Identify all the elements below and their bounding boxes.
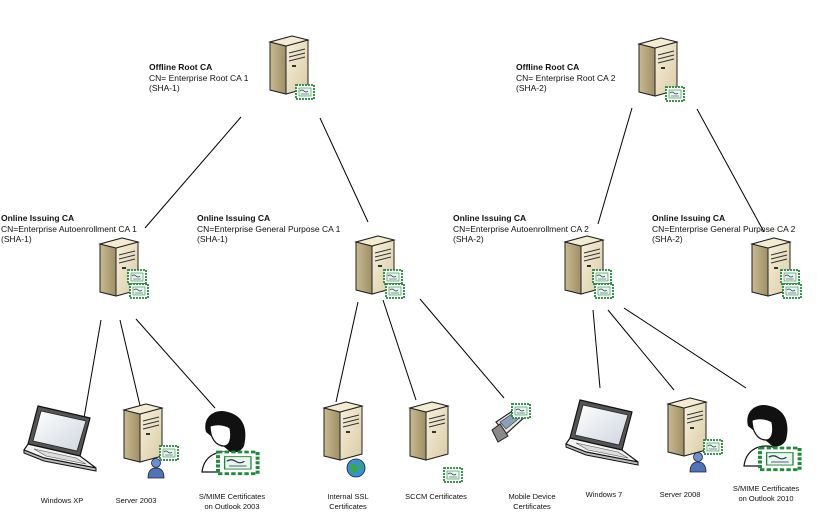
issuing-ca-3-label: Online Issuing CA CN=Enterprise Autoenro… [453,213,589,245]
endpoint-mobile-line1: Mobile Device [508,492,556,501]
edge-root2-issuing4 [696,108,765,233]
endpoint-windows-xp-line1: Windows XP [40,496,84,505]
endpoint-mobile-caption: Mobile Device Certificates [484,492,580,511]
internal-ssl-server-icon [323,401,363,461]
root-ca-2-alg: (SHA-2) [516,83,547,93]
issuing-ca-1-certificate-icon [127,269,147,285]
endpoint-smime-2003-line1: S/MIME Certificates [198,492,266,501]
server-2008-certificate-icon [703,439,723,455]
edge-issuing2-mobile [419,298,505,399]
issuing-ca-4-title: Online Issuing CA [652,213,726,223]
edge-root2-issuing3 [597,107,633,225]
issuing-ca-1-certificate-icon-2 [129,283,149,299]
endpoint-server-2003-line1: Server 2003 [115,496,157,505]
issuing-ca-3-certificate-icon-2 [594,283,614,299]
issuing-ca-2-cn: CN=Enterprise General Purpose CA 1 [197,223,341,234]
root-ca-1-label: Offline Root CA CN= Enterprise Root CA 1… [149,62,248,94]
endpoint-smime-2010-line2: on Outlook 2010 [738,493,794,503]
edge-issuing1-server2003 [119,319,142,411]
endpoint-mobile-line2: Certificates [513,501,551,511]
endpoint-ssl-line2: Certificates [329,501,367,511]
endpoint-server-2003-caption: Server 2003 [88,496,184,506]
issuing-ca-4-certificate-icon [780,269,800,285]
issuing-ca-3-certificate-icon [592,269,612,285]
server-2008-user-icon [689,452,707,473]
endpoint-server-2008-caption: Server 2008 [632,490,728,500]
mobile-device-certificate-icon [511,403,531,419]
server-2003-user-icon [147,458,165,479]
issuing-ca-1-cn: CN=Enterprise Autoenrollment CA 1 [1,223,137,234]
edge-issuing1-windowsxp [83,319,102,419]
edge-root1-issuing1 [144,116,242,229]
endpoint-ssl-line1: Internal SSL [327,492,369,501]
edge-issuing3-smime2010 [623,307,747,389]
endpoint-smime-2003-line2: on Outlook 2003 [204,501,260,511]
endpoint-windows-xp-caption: Windows XP [14,496,110,506]
root-ca-1-title: Offline Root CA [149,62,213,72]
root-ca-1-certificate-icon [295,84,315,100]
endpoint-smime-2010-line1: S/MIME Certificates [732,484,800,493]
issuing-ca-4-label: Online Issuing CA CN=Enterprise General … [652,213,795,245]
issuing-ca-2-certificate-icon [383,269,403,285]
internal-ssl-globe-icon [346,458,366,478]
issuing-ca-1-title: Online Issuing CA [1,213,75,223]
issuing-ca-4-cn: CN=Enterprise General Purpose CA 2 [652,223,796,234]
issuing-ca-3-alg: (SHA-2) [453,234,484,244]
endpoint-smime-2003-caption: S/MIME Certificates on Outlook 2003 [184,492,280,511]
issuing-ca-1-alg: (SHA-1) [1,234,32,244]
edge-issuing1-smime2003 [135,318,216,409]
edge-issuing2-sccm [382,299,417,401]
issuing-ca-2-certificate-icon-2 [385,283,405,299]
root-ca-1-cn: CN= Enterprise Root CA 1 [149,72,249,83]
endpoint-sccm-line1: SCCM Certificates [405,492,467,501]
issuing-ca-4-certificate-icon-2 [782,283,802,299]
root-ca-1-alg: (SHA-1) [149,83,180,93]
endpoint-smime-2010-caption: S/MIME Certificates on Outlook 2010 [718,484,814,503]
edge-root1-issuing2 [319,117,369,223]
root-ca-2-certificate-icon [665,86,685,102]
sccm-server-icon [409,401,449,461]
sccm-certificate-icon [443,467,463,483]
windows-xp-laptop-icon [23,405,97,472]
endpoint-sccm-caption: SCCM Certificates [388,492,484,502]
endpoint-windows-7-caption: Windows 7 [556,490,652,500]
root-ca-2-cn: CN= Enterprise Root CA 2 [516,72,616,83]
endpoint-windows-7-line1: Windows 7 [585,490,623,499]
edge-issuing3-windows7 [592,309,601,389]
endpoint-ssl-caption: Internal SSL Certificates [300,492,396,511]
issuing-ca-3-cn: CN=Enterprise Autoenrollment CA 2 [453,223,589,234]
issuing-ca-2-alg: (SHA-1) [197,234,228,244]
edge-issuing3-server2008 [607,309,675,391]
root-ca-2-title: Offline Root CA [516,62,580,72]
server-2003-certificate-icon [159,445,179,461]
connector-lines [83,107,765,419]
issuing-ca-3-title: Online Issuing CA [453,213,527,223]
smime-2003-certificate-icon [216,450,260,476]
smime-2010-certificate-icon [758,446,802,472]
server-2003-server-icon [123,403,163,463]
windows-7-laptop-icon [565,399,639,466]
server-2008-server-icon [667,397,707,457]
issuing-ca-2-label: Online Issuing CA CN=Enterprise General … [197,213,340,245]
issuing-ca-1-label: Online Issuing CA CN=Enterprise Autoenro… [1,213,137,245]
edge-issuing2-ssl [335,301,359,403]
issuing-ca-2-title: Online Issuing CA [197,213,271,223]
issuing-ca-4-alg: (SHA-2) [652,234,683,244]
root-ca-2-label: Offline Root CA CN= Enterprise Root CA 2… [516,62,615,94]
endpoint-server-2008-line1: Server 2008 [659,490,701,499]
